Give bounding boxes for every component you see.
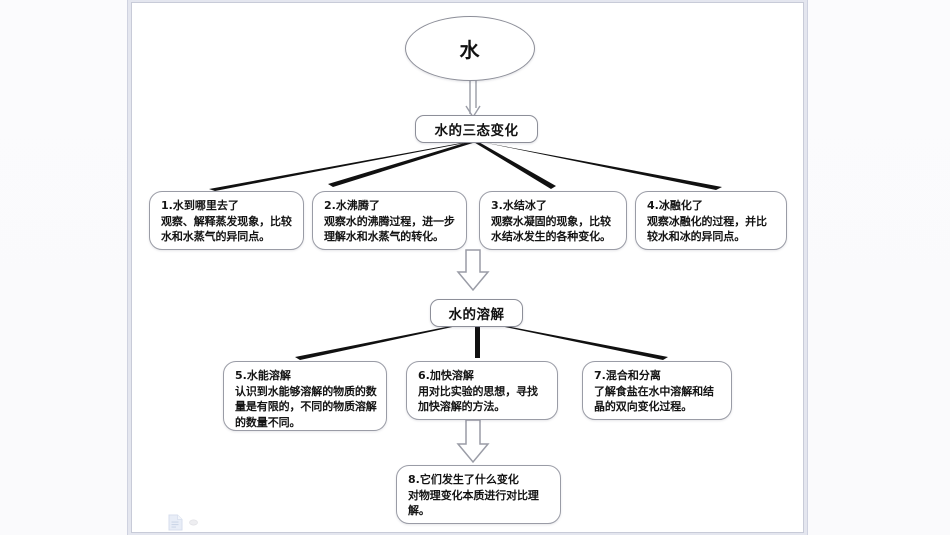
leaf-node-2-body: 观察水的沸腾过程，进一步理解水和水蒸气的转化。 [324, 214, 455, 244]
leaf-node-1-body: 观察、解释蒸发现象，比较水和水蒸气的异同点。 [161, 214, 292, 244]
document-icon [168, 514, 183, 531]
leaf-node-4-head: 4.冰融化了 [647, 199, 703, 212]
branch-node-dissolution[interactable]: 水的溶解 [430, 299, 523, 327]
leaf-node-7-body: 了解食盐在水中溶解和结晶的双向变化过程。 [594, 384, 714, 414]
leaf-node-4[interactable]: 4.冰融化了 观察冰融化的过程，并比较水和冰的异同点。 [635, 191, 787, 250]
arrow-down-to-branch2 [456, 249, 490, 292]
leaf-node-1[interactable]: 1.水到哪里去了 观察、解释蒸发现象，比较水和水蒸气的异同点。 [149, 191, 304, 250]
leaf-node-7[interactable]: 7.混合和分离 了解食盐在水中溶解和结晶的双向变化过程。 [582, 361, 732, 420]
branch-node-three-states[interactable]: 水的三态变化 [415, 115, 538, 143]
leaf-node-6-head: 6.加快溶解 [418, 369, 474, 382]
branch-node-label-2: 水的溶解 [448, 307, 505, 323]
connector-root-to-branch1 [465, 75, 481, 119]
leaf-node-3[interactable]: 3.水结冰了 观察水凝固的现象，比较水结冰发生的各种变化。 [479, 191, 627, 250]
leaf-node-7-head: 7.混合和分离 [594, 369, 661, 382]
leaf-node-1-head: 1.水到哪里去了 [161, 199, 239, 212]
leaf-node-8-head: 8.它们发生了什么变化 [408, 473, 519, 486]
leaf-node-8[interactable]: 8.它们发生了什么变化 对物理变化本质进行对比理解。 [396, 465, 561, 524]
root-node-label: 水 [459, 38, 481, 62]
root-node-water[interactable]: 水 [405, 16, 535, 81]
leaf-node-2[interactable]: 2.水沸腾了 观察水的沸腾过程，进一步理解水和水蒸气的转化。 [312, 191, 467, 250]
leaf-node-5-head: 5.水能溶解 [235, 369, 291, 382]
leaf-node-4-body: 观察冰融化的过程，并比较水和冰的异同点。 [647, 214, 767, 244]
leaf-node-3-body: 观察水凝固的现象，比较水结冰发生的各种变化。 [491, 214, 611, 244]
connector-layer [209, 75, 722, 464]
connector-branch1-fan [209, 140, 722, 191]
leaf-node-5[interactable]: 5.水能溶解 认识到水能够溶解的物质的数量是有限的，不同的物质溶解的数量不同。 [223, 361, 387, 431]
leaf-node-8-body: 对物理变化本质进行对比理解。 [408, 488, 539, 518]
branch-node-label: 水的三态变化 [434, 123, 519, 139]
marker-dot-icon [189, 519, 198, 526]
leaf-node-2-head: 2.水沸腾了 [324, 199, 380, 212]
leaf-node-5-body: 认识到水能够溶解的物质的数量是有限的，不同的物质溶解的数量不同。 [235, 384, 377, 429]
slide-canvas: 水 水的三态变化 1.水到哪里去了 观察、解释蒸发现象，比较水和水蒸气的异同点。… [137, 8, 798, 527]
arrow-down-to-final [456, 419, 490, 464]
leaf-node-6-body: 用对比实验的思想，寻找加快溶解的方法。 [418, 384, 538, 414]
leaf-node-6[interactable]: 6.加快溶解 用对比实验的思想，寻找加快溶解的方法。 [406, 361, 558, 420]
leaf-node-3-head: 3.水结冰了 [491, 199, 547, 212]
